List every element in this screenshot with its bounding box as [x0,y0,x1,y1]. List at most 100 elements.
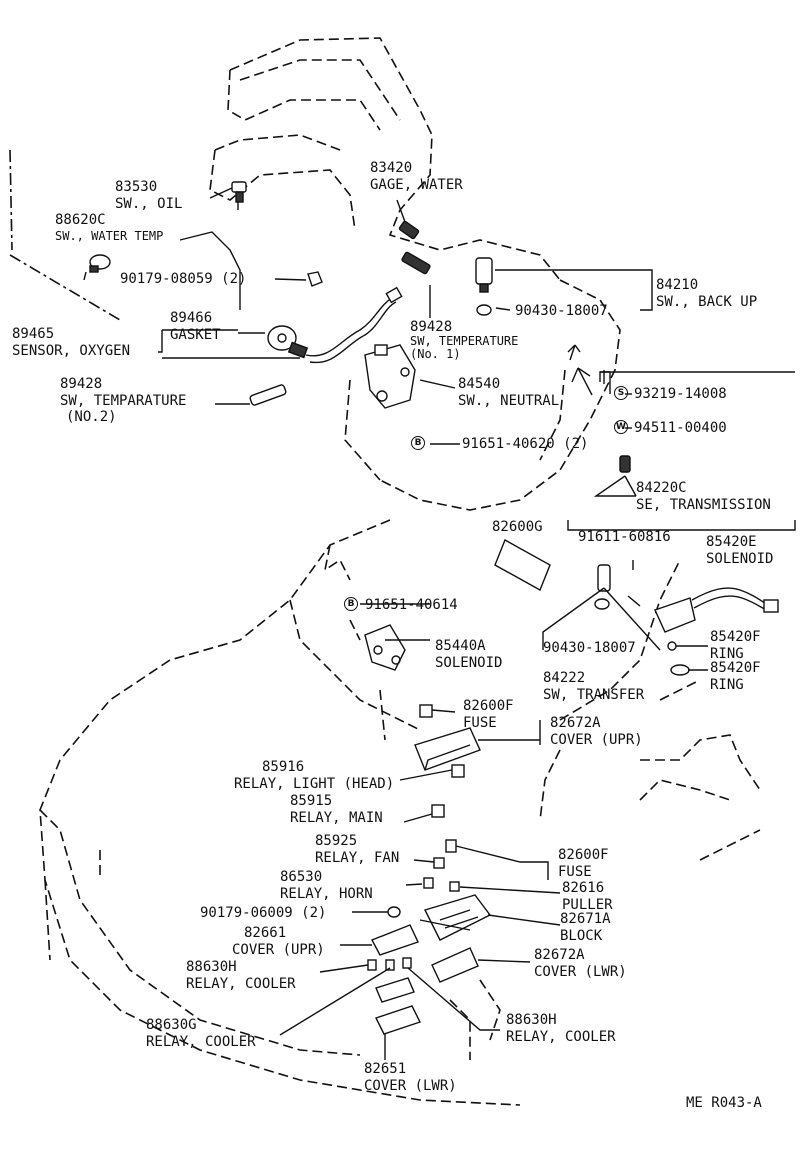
callout-82651-name: COVER (LWR) [364,1078,457,1094]
part-temp-switch-2 [249,384,287,406]
callout-84210-name: SW., BACK UP [656,294,758,310]
callout-88630h-a-num: 88630H [186,959,237,975]
callout-85916-num: 85916 [262,759,305,775]
part-cover-lwr-82651 [375,977,421,1035]
callout-82671a-name: BLOCK [560,928,603,944]
vehicle-outline [39,519,761,1106]
callout-89466-num: 89466 [170,310,213,326]
callout-82672a-lwr-num: 82672A [534,947,585,963]
callout-93219-14008-num: 93219-14008 [634,386,727,402]
callout-85925-num: 85925 [315,833,358,849]
callout-86530-num: 86530 [280,869,323,885]
callout-94511-00400-num: 94511-00400 [634,420,727,436]
callout-85420e-name: SOLENOID [706,551,774,567]
part-transfer-switch [594,564,611,610]
bracket [599,371,795,382]
callout-90430-18007-a-num: 90430-18007 [515,303,608,319]
callout-85915-name: RELAY, MAIN [290,810,383,826]
callout-88630h-b-num: 88630H [506,1012,557,1028]
badge-w-icon: W [614,420,628,434]
callout-89428-1-sub: (No. 1) [410,347,461,361]
callout-82600f-a-name: FUSE [463,715,497,731]
callout-82661-num: 82661 [244,925,287,941]
callout-82661-name: COVER (UPR) [232,942,325,958]
callout-84222-name: SW, TRANSFER [543,687,645,703]
callout-91611-60816-num: 91611-60816 [578,529,671,545]
callout-82600f-a-num: 82600F [463,698,514,714]
part-solenoid-85440a [364,624,406,671]
callout-85420f-a-num: 85420F [710,629,761,645]
part-block-82671a [424,894,492,941]
callout-85420f-b-name: RING [710,677,744,693]
callout-84220c-name: SE, TRANSMISSION [636,497,771,513]
callout-84210-num: 84210 [656,277,699,293]
part-rings [667,641,690,676]
callout-82651-num: 82651 [364,1061,407,1077]
callout-89465-num: 89465 [12,326,55,342]
callout-88630g-name: RELAY, COOLER [146,1034,256,1050]
callout-89428-2-num: 89428 [60,376,103,392]
part-oil-switch [231,181,247,210]
callout-89428-1-name: SW, TEMPERATURE [410,334,519,348]
callout-89466-name: GASKET [170,327,221,343]
part-backup-switch [475,257,493,316]
part-solenoid-85420e [654,587,779,633]
callout-89428-2-sub: (NO.2) [66,409,117,425]
callout-85916-name: RELAY, LIGHT (HEAD) [234,776,395,792]
callout-82616-name: PULLER [562,897,613,913]
callout-85440a-num: 85440A [435,638,486,654]
callout-88630h-a-name: RELAY, COOLER [186,976,296,992]
part-cover-upr-82672a [414,727,481,771]
figure-code: ME R043-A [686,1095,762,1111]
callout-90430-18007-b-num: 90430-18007 [543,640,636,656]
callout-84220c-num: 84220C [636,480,687,496]
part-cover-lwr-82672a [431,947,479,983]
callout-83530-num: 83530 [115,179,158,195]
callout-88620c-num: 88620C [55,212,106,228]
callout-82600f-b-name: FUSE [558,864,592,880]
callout-90179-06009-num: 90179-06009 (2) [200,905,327,921]
part-neutral-switch [364,344,416,409]
callout-85440a-name: SOLENOID [435,655,503,671]
callout-82671a-num: 82671A [560,911,611,927]
callout-82600g-num: 82600G [492,519,543,535]
callout-90179-08059-num: 90179-08059 (2) [120,271,247,287]
callout-83420-num: 83420 [370,160,413,176]
part-gage-water [398,220,420,240]
part-water-temp-switch [83,254,111,281]
callout-89428-1-num: 89428 [410,319,453,335]
callout-89465-name: SENSOR, OXYGEN [12,343,131,359]
part-bolt-90179 [307,271,323,287]
engine-outline [9,37,621,511]
part-transmission-sensor [619,455,631,473]
callout-91651-40614-num: 91651-40614 [365,597,458,613]
callout-91651-40620-num: 91651-40620 (2) [462,436,589,452]
direction-arrow [567,344,593,396]
callout-84540-num: 84540 [458,376,501,392]
part-relays [367,764,465,971]
callout-85420e-num: 85420E [706,534,757,550]
callout-82616-num: 82616 [562,880,605,896]
callout-85420f-b-num: 85420F [710,660,761,676]
callout-84540-name: SW., NEUTRAL [458,393,560,409]
callout-84222-num: 84222 [543,670,586,686]
callout-85915-num: 85915 [290,793,333,809]
callout-83530-name: SW., OIL [115,196,183,212]
badge-b-icon: B [411,436,425,450]
callout-88630h-b-name: RELAY, COOLER [506,1029,616,1045]
callout-83420-name: GAGE, WATER [370,177,463,193]
part-fuse-82600f [419,704,433,718]
callout-82672a-upr-num: 82672A [550,715,601,731]
callout-89428-2-name: SW, TEMPARATURE [60,393,187,409]
part-oxygen-sensor [267,286,403,364]
badge-s-icon: S [614,386,628,400]
part-label-82600g [494,539,551,591]
leader-lines [158,187,796,1060]
callout-82600f-b-num: 82600F [558,847,609,863]
callout-85420f-a-name: RING [710,646,744,662]
callout-88620c-name: SW., WATER TEMP [55,229,164,243]
callout-85925-name: RELAY, FAN [315,850,400,866]
badge-b2-icon: B [344,597,358,611]
